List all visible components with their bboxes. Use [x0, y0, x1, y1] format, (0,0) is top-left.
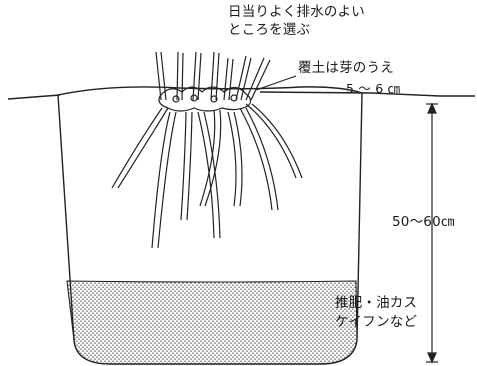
hole-depth-label: 50～60㎝ [392, 214, 455, 230]
shoots [155, 51, 271, 101]
ground-line [7, 91, 475, 100]
cover-depth-label: 5 ～ 6 ㎝ [346, 81, 401, 96]
fertilizer-label-line1: 推肥・油カス [335, 295, 418, 311]
depth-dimension [426, 102, 438, 364]
site-label-line1: 日当りよく排水のよい [228, 4, 365, 20]
fertilizer-layer [66, 280, 358, 365]
cover-soil-label: 覆土は芽のうえ [298, 60, 394, 76]
site-label-line2: ところを選ぶ [228, 22, 311, 38]
cover-soil-leader [255, 75, 297, 91]
fertilizer-label-line2: ケイフンなど [335, 314, 418, 330]
roots [111, 103, 303, 249]
